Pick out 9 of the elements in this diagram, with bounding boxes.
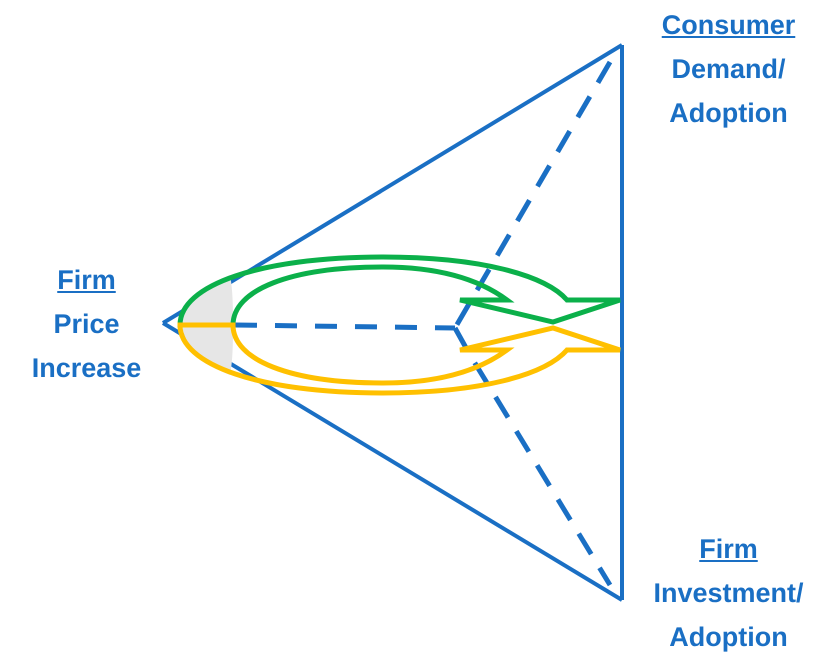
node-label: Price Increase	[30, 308, 142, 385]
node-label: Demand/ Adoption	[668, 53, 789, 130]
node-heading: Firm	[57, 264, 116, 297]
triangle-side-line	[620, 45, 624, 600]
node-heading: Firm	[699, 533, 758, 566]
triangle-side-line	[162, 321, 624, 602]
node-heading: Consumer	[662, 9, 796, 42]
node-label: Investment/ Adoption	[652, 577, 805, 654]
triangle-side-line	[162, 43, 624, 325]
